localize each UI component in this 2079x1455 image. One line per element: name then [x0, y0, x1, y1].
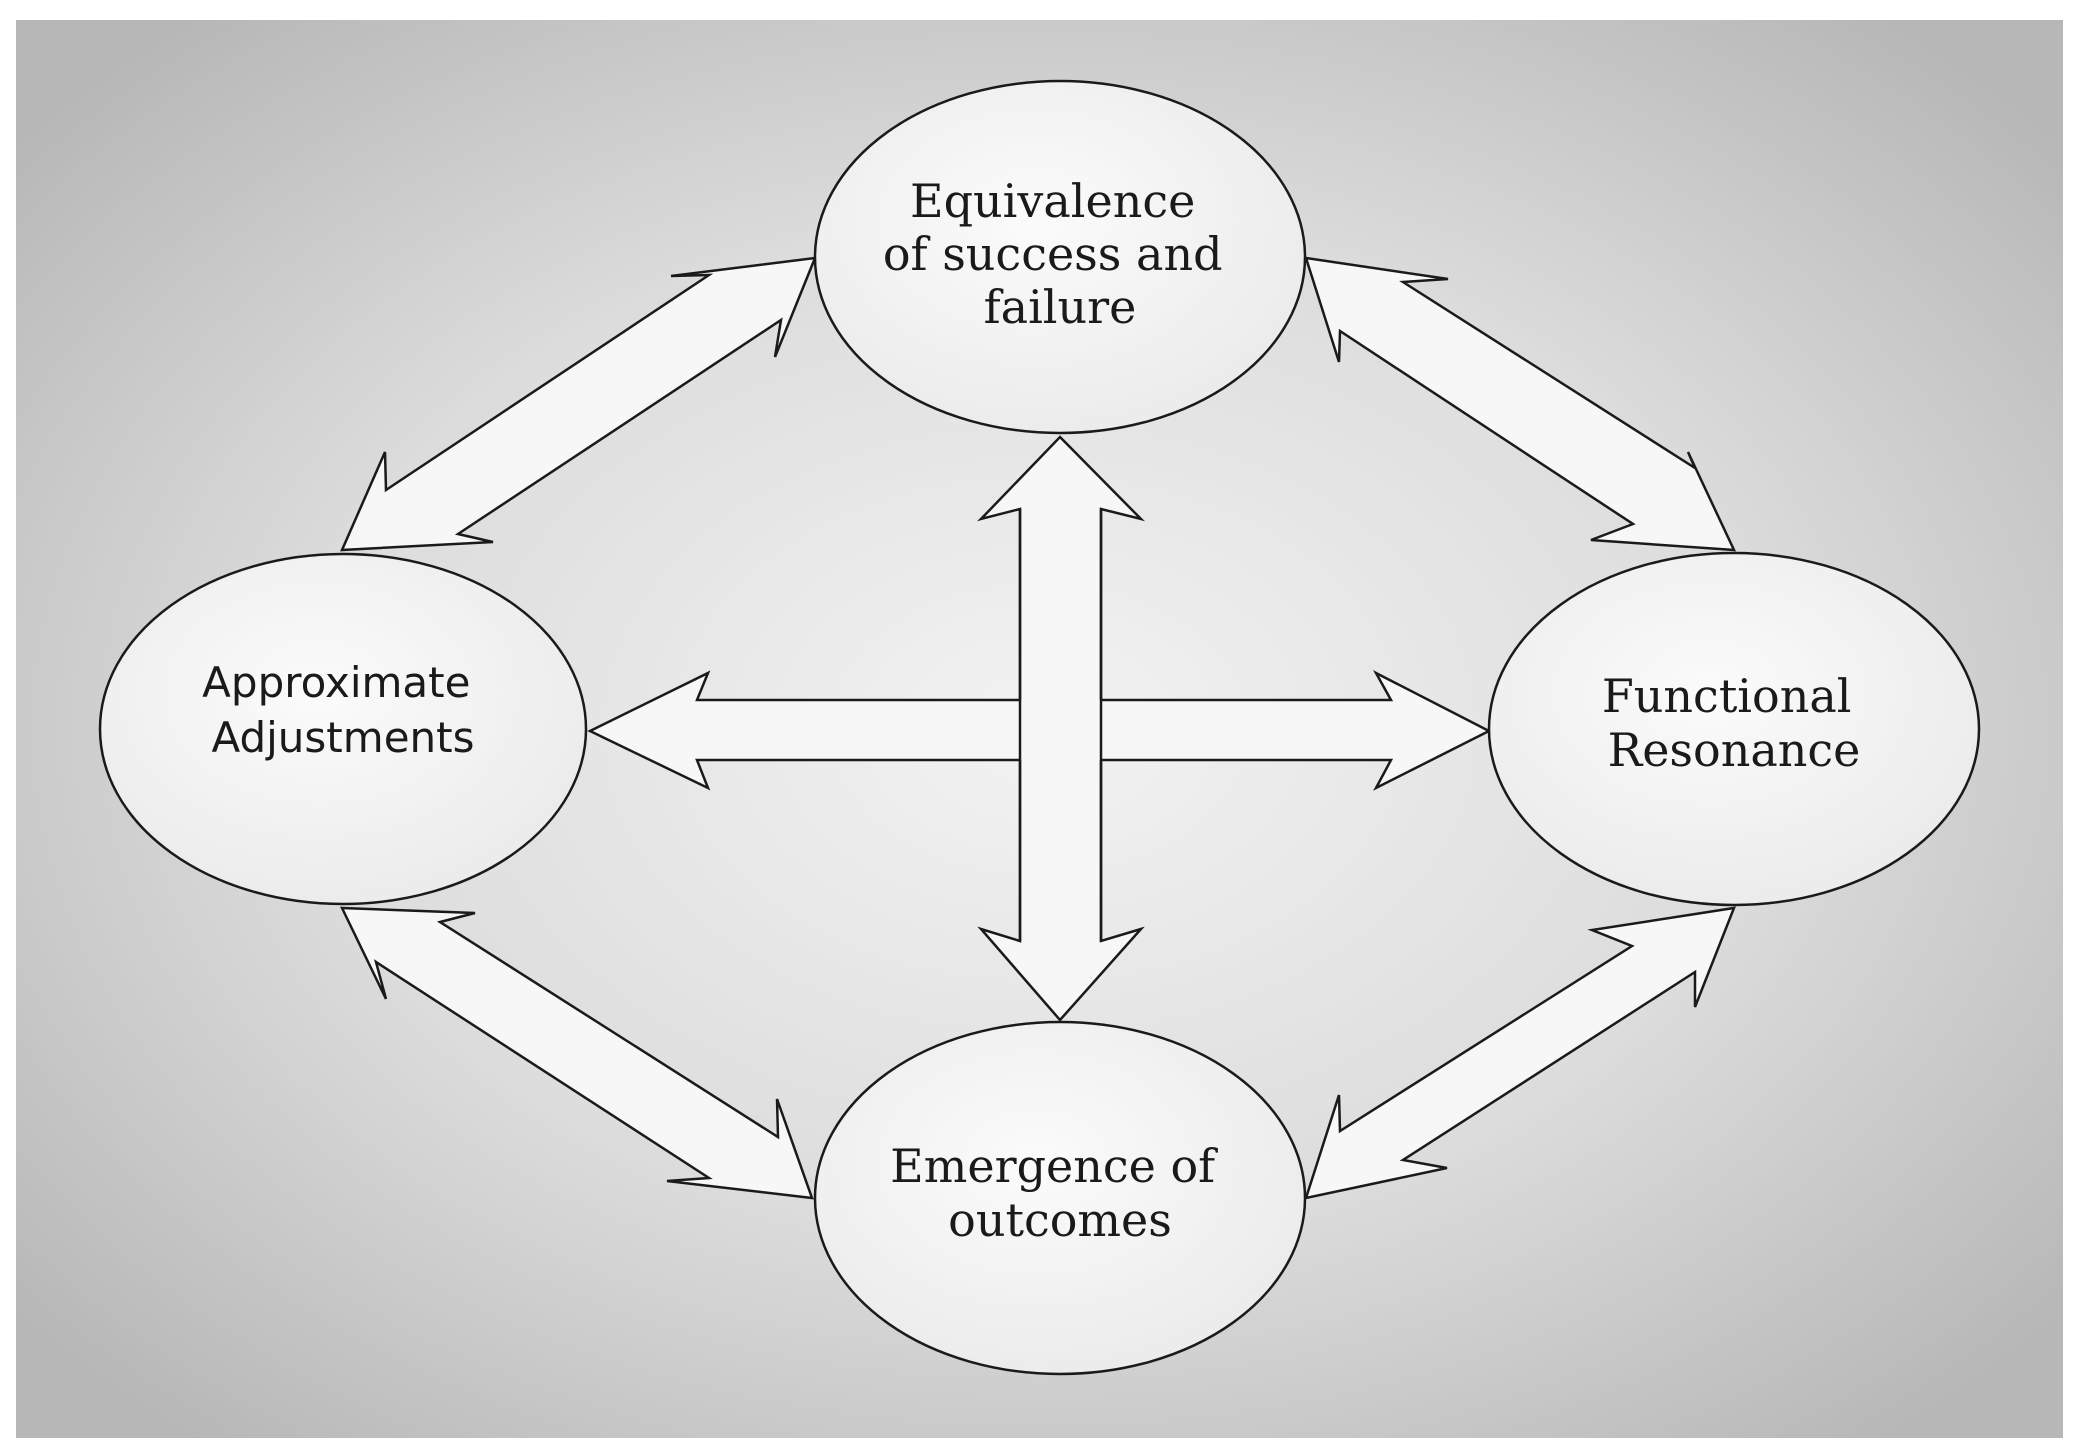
node-ellipse	[813, 1020, 1307, 1376]
node-label-line: Adjustments	[211, 713, 474, 762]
node-ellipse	[813, 79, 1307, 435]
node-label-line: Functional	[1602, 669, 1852, 723]
node-label-line: Resonance	[1608, 723, 1861, 777]
node-label-line: of success and	[883, 227, 1223, 281]
node-label-line: Emergence of	[890, 1139, 1218, 1193]
arrow-bottom-right	[1304, 906, 1736, 1200]
svg-text:Approximate Adjustments: Approximate Adjustments	[202, 658, 484, 762]
node-emergence-of-outcomes: Emergence of outcomes	[813, 1020, 1307, 1376]
node-label-line: failure	[984, 280, 1137, 334]
svg-text:Equivalence of success a: Equivalence of success and failure	[883, 174, 1237, 334]
node-ellipse	[1487, 551, 1981, 907]
node-equivalence: Equivalence of success and failure	[813, 79, 1307, 435]
node-functional-resonance: Functional Resonance	[1487, 551, 1981, 907]
svg-text:Functional Resonance: Functional Resonance	[1602, 669, 1866, 777]
node-approximate-adjustments: Approximate Adjustments	[98, 552, 588, 906]
node-ellipse	[98, 552, 588, 906]
node-label-line: Approximate	[202, 658, 470, 707]
arrow-left-bottom	[339, 906, 814, 1200]
arrow-top-left	[340, 256, 817, 552]
svg-text:Emergence of outcomes: Emergence of outcomes	[890, 1139, 1230, 1247]
arrow-top-right	[1304, 256, 1737, 552]
node-label-line: outcomes	[948, 1193, 1172, 1247]
node-label-line: Equivalence	[910, 174, 1195, 228]
